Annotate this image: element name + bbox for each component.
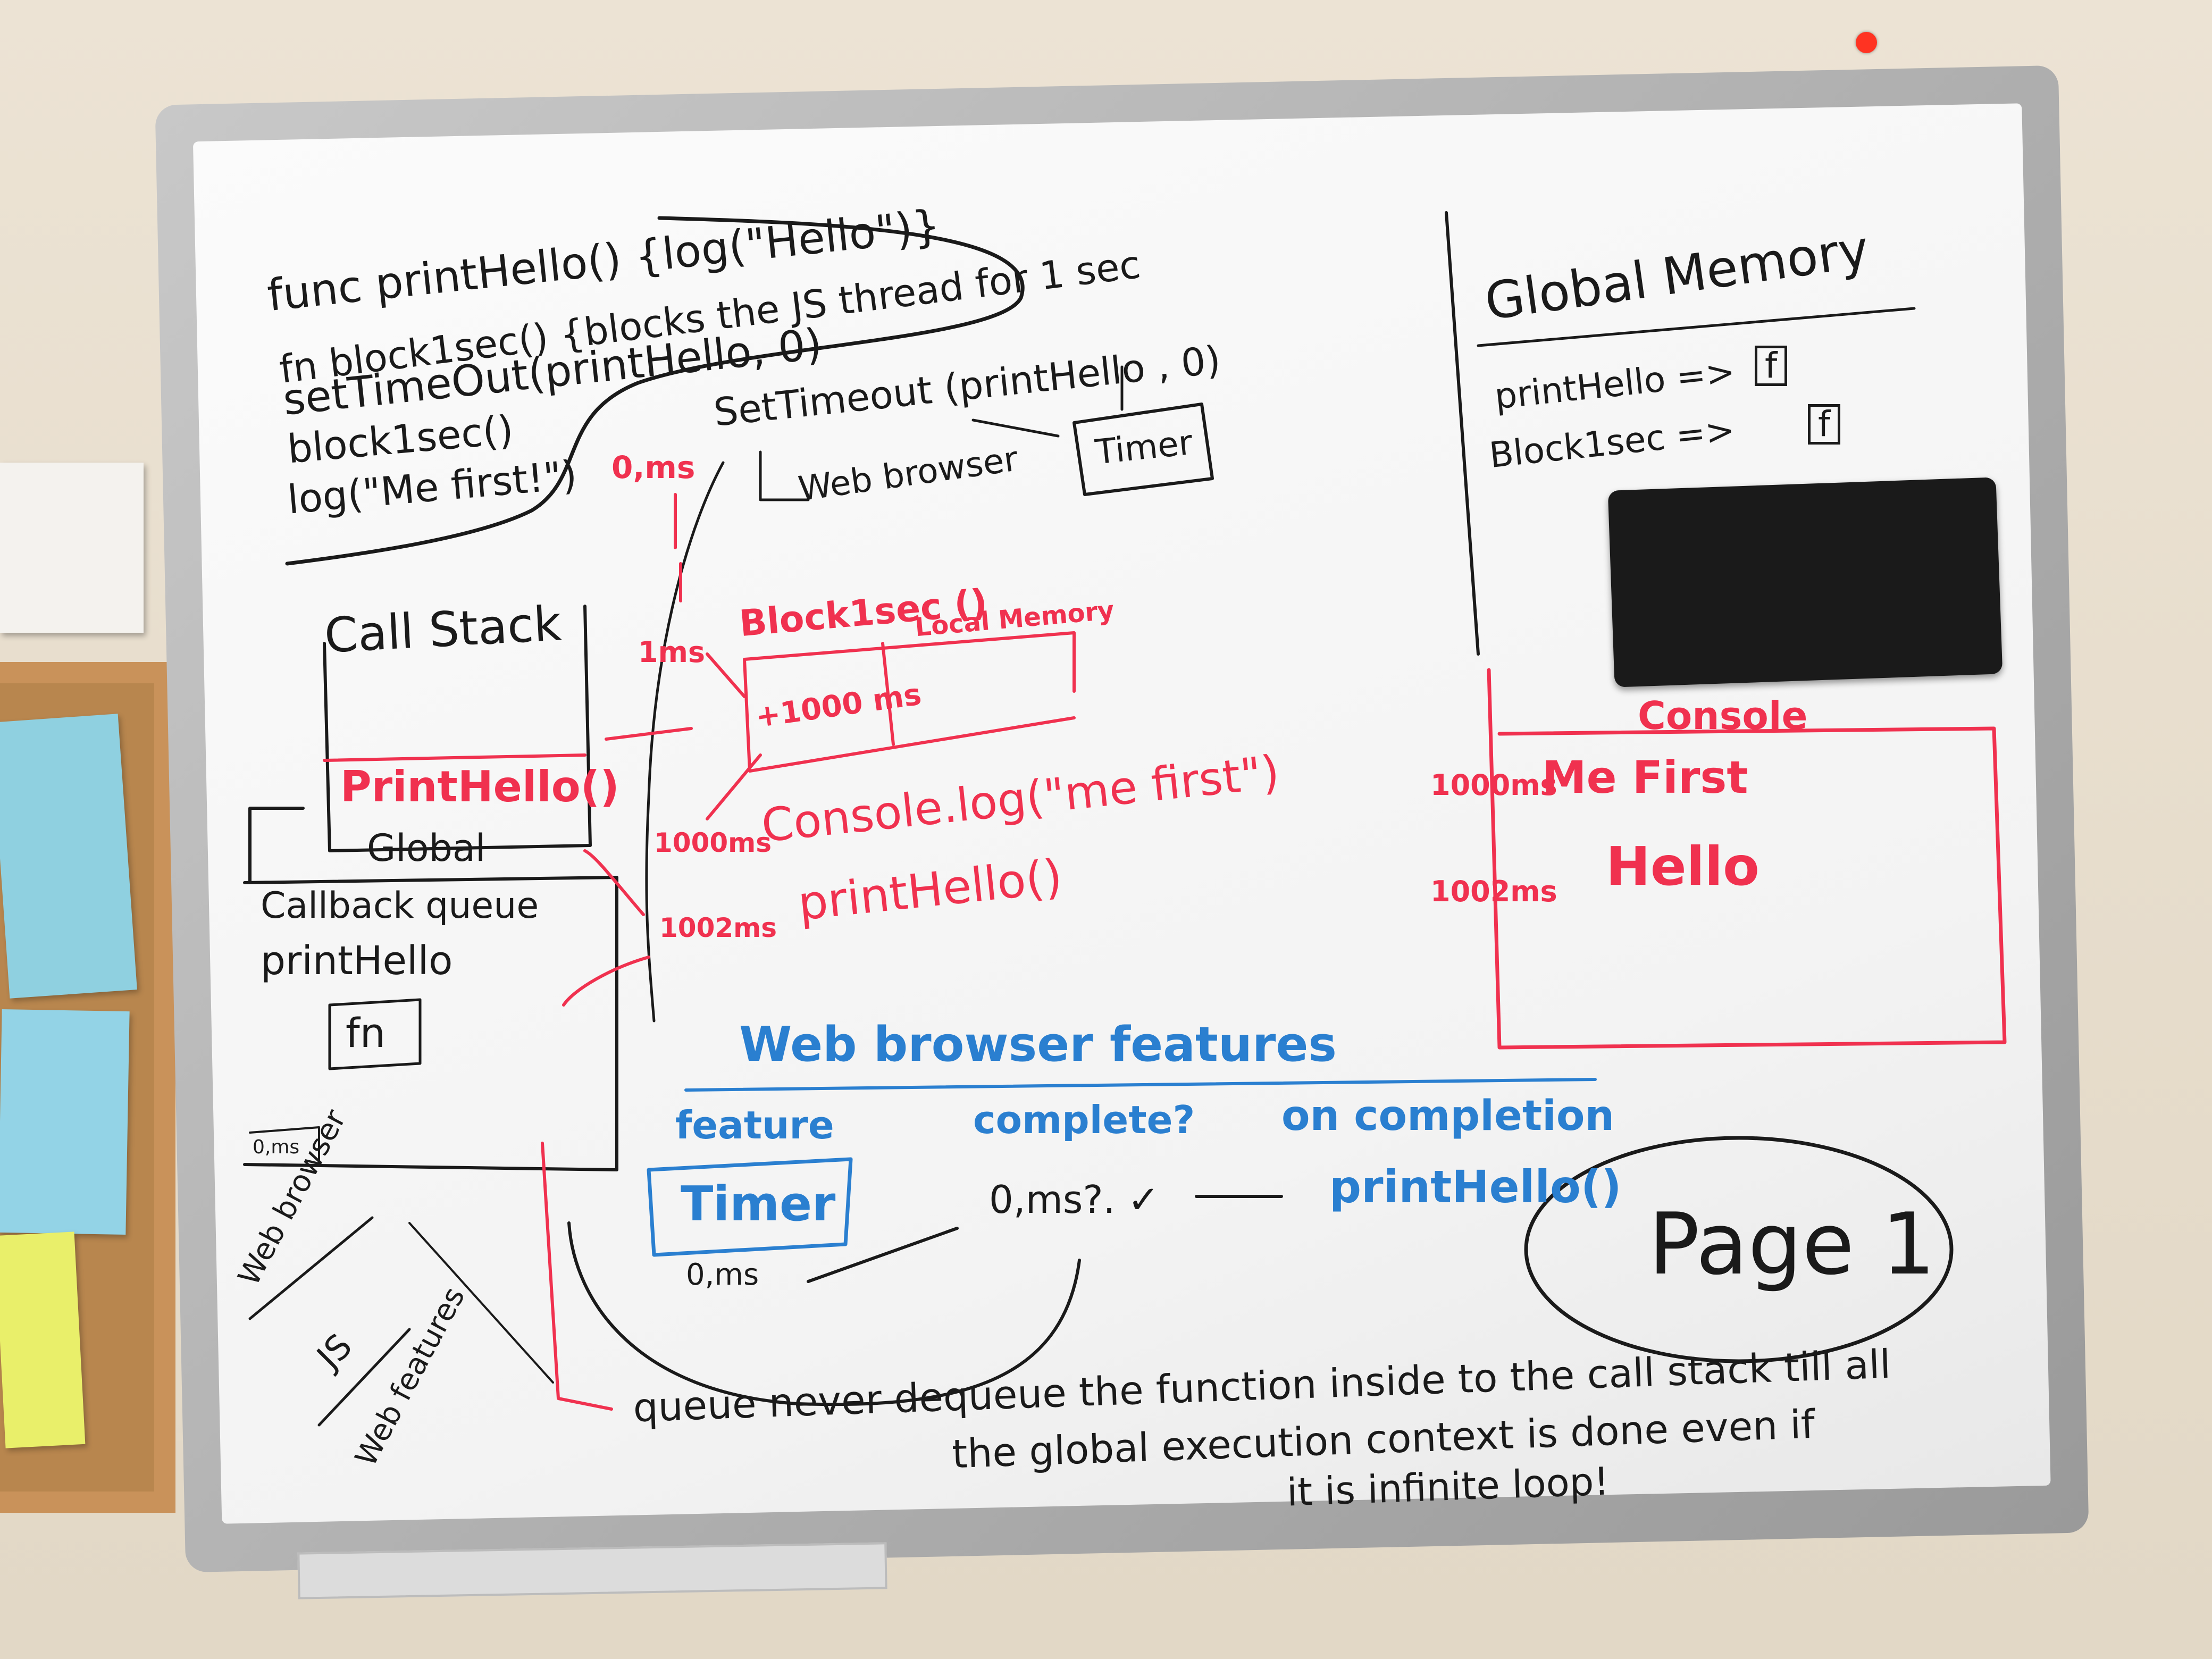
- timeline-1000ms: 1000ms: [654, 827, 772, 858]
- callback-queue-box: [243, 876, 618, 1171]
- web-features-title: Web browser features: [739, 1017, 1337, 1073]
- arrow-to-callstack: [605, 727, 693, 741]
- console-row1-text: Me First: [1542, 751, 1748, 803]
- console-box: [1487, 668, 2007, 1050]
- arrow-queue-to-stack: [583, 849, 645, 916]
- loop-arrow: [567, 1221, 1081, 1406]
- console-title: Console: [1638, 693, 1808, 738]
- console-row2-time: 1002ms: [1430, 875, 1557, 908]
- console-row1-time: 1000ms: [1430, 768, 1557, 802]
- double-arrow: [807, 1227, 959, 1283]
- memory-title-underline: [1477, 307, 1916, 347]
- timeline-1002ms: 1002ms: [659, 912, 777, 943]
- timer-feature-label: Timer: [681, 1176, 836, 1232]
- footer-line-3: it is infinite loop!: [1286, 1459, 1610, 1515]
- queue-corner-label: 0,ms: [253, 1136, 300, 1158]
- callback-queue-title: Callback queue: [261, 885, 539, 927]
- callback-queue-item: printHello: [261, 938, 453, 984]
- col-complete: complete?: [973, 1097, 1195, 1142]
- memory-divider: [1445, 211, 1480, 656]
- block-table-divider: [881, 642, 895, 746]
- block-table-top: [743, 631, 1076, 693]
- col-feature: feature: [675, 1103, 834, 1147]
- timer-box-label: Timer: [1093, 423, 1195, 473]
- fn-box-label: fn: [346, 1009, 386, 1057]
- notepad: [0, 463, 144, 633]
- call-stack-box: [323, 605, 592, 852]
- arrow-to-block: [706, 652, 746, 698]
- queue-corner-box: [249, 1126, 320, 1166]
- col-oncompletion: on completion: [1281, 1092, 1614, 1140]
- code-bubble-outline: [285, 216, 1025, 566]
- call-stack-title: Call Stack: [323, 596, 563, 664]
- call-stack-frame: PrintHello(): [340, 762, 619, 811]
- timeline-axis: [645, 461, 725, 1023]
- page-label-ellipse: [1524, 1136, 1954, 1363]
- global-label: Global: [367, 826, 486, 870]
- console-row2-text: Hello: [1606, 835, 1759, 898]
- global-arrow: [248, 807, 305, 884]
- arrow-to-timer: [971, 418, 1060, 438]
- page-label: Page 1: [1648, 1194, 1936, 1294]
- fn-box: [328, 998, 422, 1070]
- arrow-to-web-browser: [759, 450, 810, 501]
- timeline-0ms: 0,ms: [611, 449, 696, 485]
- side-divider-3: [408, 1222, 554, 1384]
- arrow-print-to-queue: [562, 956, 650, 1007]
- side-divider-2: [317, 1328, 411, 1427]
- block-table: [743, 658, 1076, 773]
- complete-value: 0,ms?. ✓: [989, 1177, 1160, 1222]
- call-stack-red-line: [323, 753, 586, 762]
- side-divider-1: [248, 1216, 374, 1320]
- red-arrow-to-footer: [541, 1142, 613, 1411]
- timer-feature-box: [647, 1157, 853, 1257]
- features-underline: [684, 1078, 1597, 1092]
- timer-feature-value: 0,ms: [686, 1258, 759, 1292]
- arrow-to-console-log: [706, 753, 762, 820]
- timeline-1ms: 1ms: [638, 635, 705, 669]
- memory-entry-2-box: f: [1808, 404, 1841, 445]
- oncompletion-value: printHello(): [1329, 1161, 1622, 1213]
- push-pin-icon: [1856, 32, 1877, 53]
- timer-box: [1073, 403, 1214, 496]
- memory-entry-1-box: f: [1755, 346, 1788, 386]
